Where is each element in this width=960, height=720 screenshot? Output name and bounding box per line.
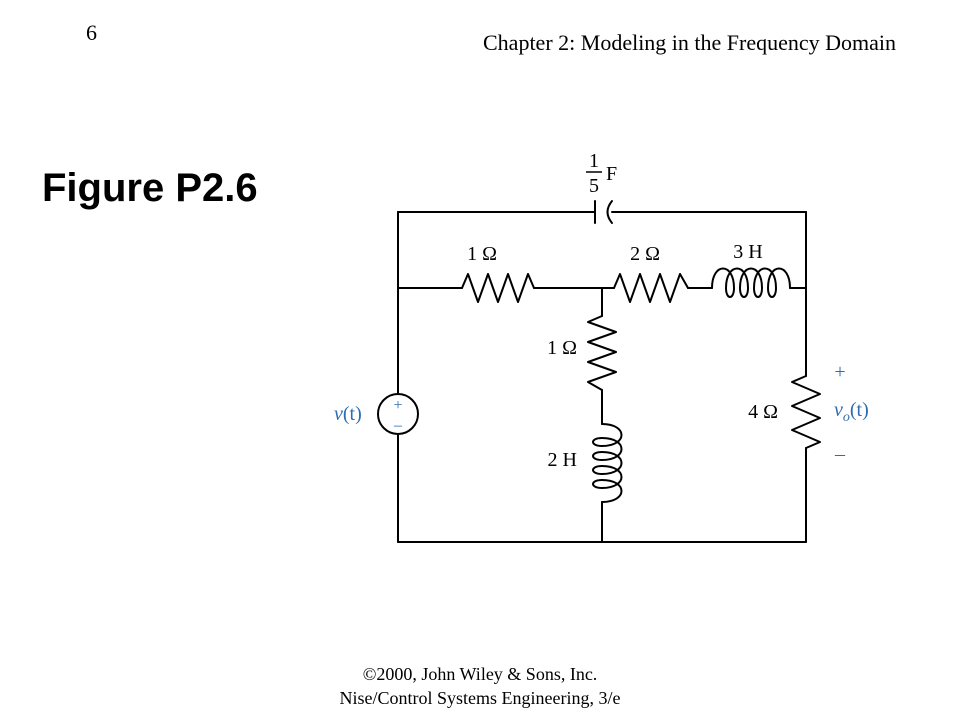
source-label: v(t) [334,403,362,425]
voltage-source [377,393,419,435]
capacitor-denominator: 5 [589,175,599,197]
output-minus: – [834,443,846,465]
capacitor-unit: F [606,163,617,185]
label-r-top-left: 1 Ω [467,243,497,265]
output-label-v: v [834,399,843,421]
label-r-top-mid: 2 Ω [630,243,660,265]
source-label-v: v [334,403,343,425]
capacitor-plate-right [606,200,613,224]
output-label: vo(t) [834,399,869,425]
resistor-2-ohm [613,273,689,303]
label-r-mid-vertical: 1 Ω [547,337,577,359]
footer: ©2000, John Wiley & Sons, Inc. Nise/Cont… [0,662,960,710]
output-label-t: (t) [850,399,869,421]
output-label-sub: o [843,410,850,425]
inductor-3h [711,267,791,298]
book-citation-line: Nise/Control Systems Engineering, 3/e [339,688,621,708]
capacitor-numerator: 1 [589,150,599,172]
label-r-right: 4 Ω [748,401,778,423]
source-plus: + [393,397,402,414]
inductor-2h [592,423,623,503]
page-number: 6 [86,20,97,45]
copyright-line: ©2000, John Wiley & Sons, Inc. [362,664,598,684]
label-l-top: 3 H [733,241,762,263]
label-l-mid-vertical: 2 H [548,449,577,471]
chapter-title: Chapter 2: Modeling in the Frequency Dom… [483,30,897,55]
source-minus: – [393,417,403,434]
resistor-1-ohm-vertical [587,315,617,391]
output-plus: + [834,361,845,383]
resistor-4-ohm [791,375,821,449]
figure-title: Figure P2.6 [42,166,258,210]
source-label-t: (t) [343,403,362,425]
resistor-1-ohm-top [461,273,535,303]
